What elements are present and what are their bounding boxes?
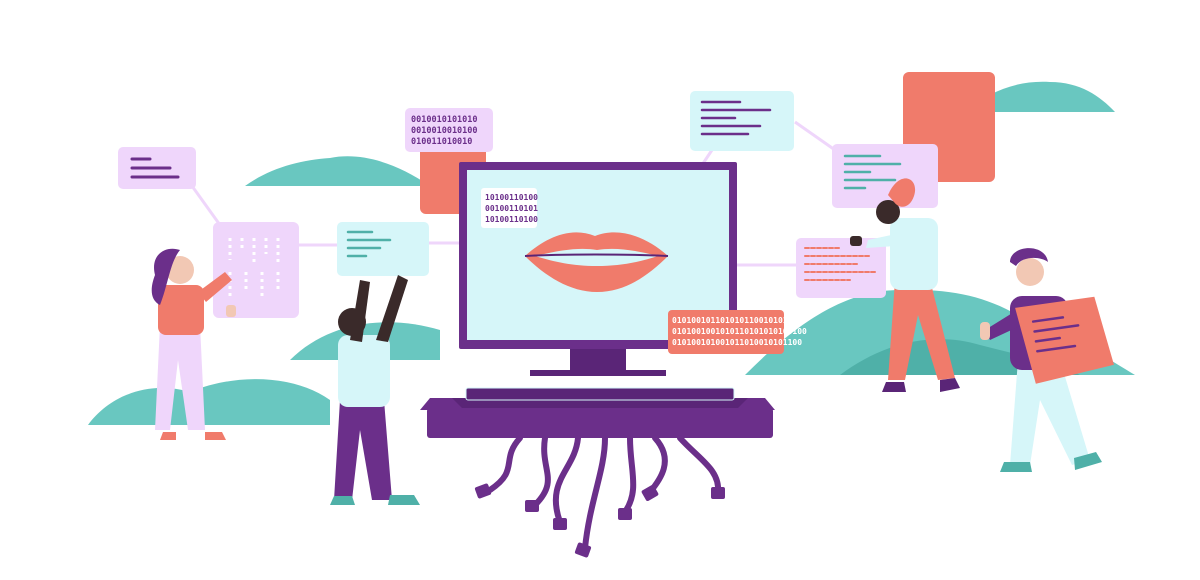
person-right-center: [850, 178, 960, 392]
hill-left: [88, 379, 330, 425]
binary-text-line: 0010010010100: [411, 126, 478, 136]
binary-text-line: 0101001011010101100101010100: [672, 316, 807, 325]
binary-text-line: 0101001001010110101010100100: [672, 327, 807, 336]
binary-text-line: 10100110100: [485, 193, 538, 202]
code-bubble-left: [337, 222, 429, 276]
svg-text:10100110100 00100110101: 10100110100 00100110101 10100110100: [485, 193, 543, 224]
svg-text:0101001011010101100101010100: 0101001011010101100101010100 01010010010…: [672, 316, 812, 347]
document-icon: [213, 222, 299, 318]
cloud-top-right: [965, 81, 1115, 112]
person-right: [980, 248, 1114, 472]
binary-text-line: 00100110101: [485, 204, 538, 213]
speech-bubble-icon: [118, 147, 196, 189]
person-center-left: [330, 275, 420, 505]
monitor-stand-neck: [570, 349, 626, 373]
connector-lines: [190, 120, 836, 267]
code-bubble-top-right: [690, 91, 794, 151]
binary-text-line: 010011010010: [411, 137, 472, 147]
code-bubble-right-coral: [796, 238, 886, 298]
binary-tag-right: 0101001011010101100101010100 01010010010…: [668, 310, 812, 354]
code-bubble-right-purple: [832, 144, 938, 208]
keyboard-icon: [420, 387, 775, 438]
binary-bubble-top: 0010010101010 0010010010100 010011010010: [405, 108, 493, 152]
lips-icon: [524, 232, 669, 292]
binary-note-screen: 10100110100 00100110101 10100110100: [481, 188, 543, 228]
binary-text-line: 10100110100: [485, 215, 538, 224]
svg-text:0010010101010 0010010010: 0010010101010 0010010010100 010011010010: [411, 115, 483, 147]
binary-text-line: 0010010101010: [411, 115, 478, 125]
binary-text-line: 010100101001011010010101100: [672, 338, 802, 347]
cloud-top-left: [245, 156, 430, 186]
person-left: [151, 248, 236, 440]
cable-icon: [487, 435, 722, 551]
monitor-stand-base: [530, 370, 666, 376]
cable-connectors: [474, 483, 725, 558]
